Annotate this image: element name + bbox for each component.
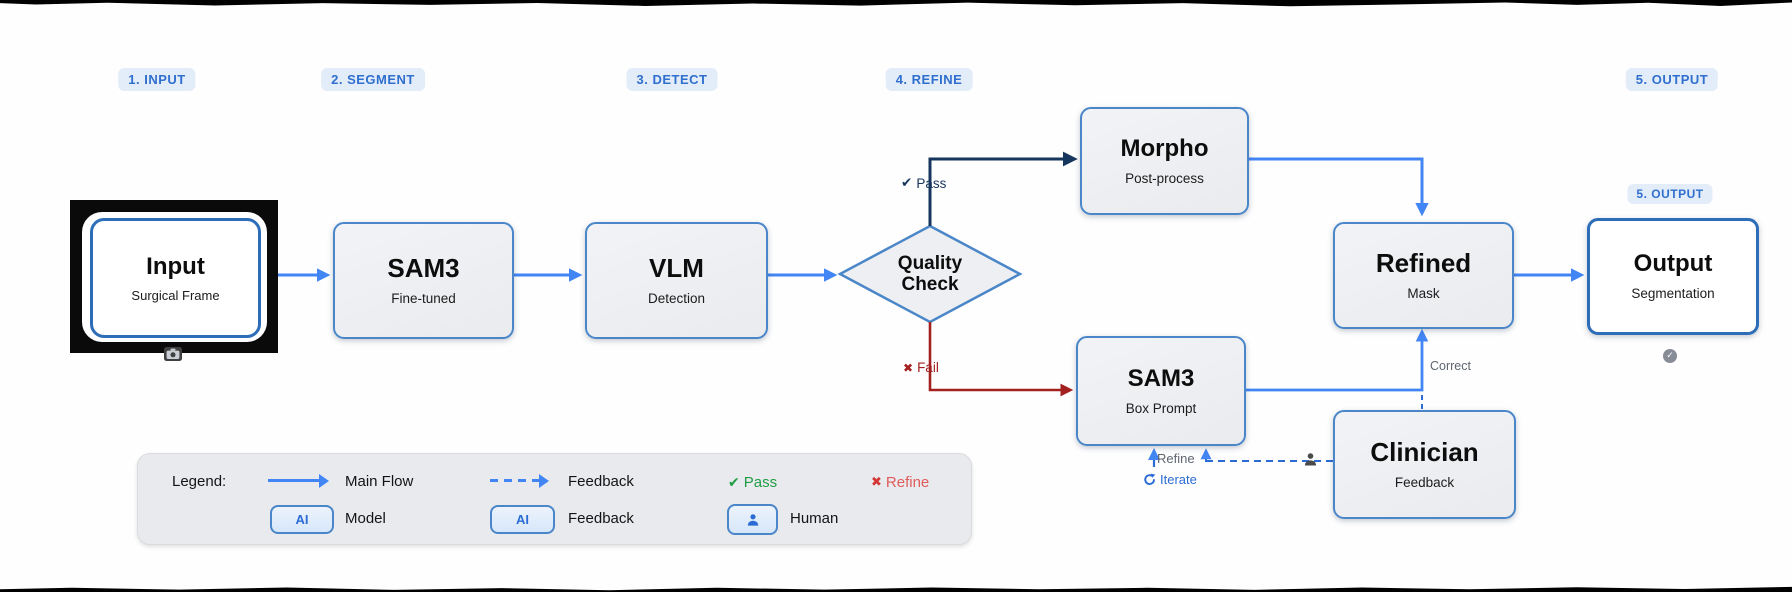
legend-ai-feedback-chip: AI	[490, 505, 555, 534]
node-output-title: Output	[1633, 250, 1713, 278]
node-morpho-title: Morpho	[1120, 134, 1209, 162]
pass-check-icon: ✔	[901, 175, 913, 191]
correct-edge-label: Correct	[1430, 359, 1471, 373]
node-morpho: Morpho Post-process	[1080, 107, 1249, 215]
edge-fail-quality-sam3box	[928, 322, 1074, 397]
pass-edge-label: ✔ Pass	[901, 175, 947, 191]
node-sam3-boxprompt-subtitle: Box Prompt	[1125, 400, 1197, 416]
node-clinician-title: Clinician	[1370, 437, 1479, 468]
node-input-title: Input	[146, 252, 205, 280]
edge-morpho-refined	[1245, 157, 1429, 217]
edge-pass-quality-morpho	[928, 151, 1078, 226]
node-morpho-subtitle: Post-process	[1125, 170, 1204, 186]
fail-edge-label: ✖ Fail	[903, 360, 939, 375]
node-sam3-boxprompt: SAM3 Box Prompt	[1076, 336, 1246, 446]
node-clinician: Clinician Feedback	[1333, 410, 1516, 519]
quality-check-label: Quality Check	[897, 253, 963, 295]
node-refined-subtitle: Mask	[1407, 286, 1440, 302]
legend-main-flow-label: Main Flow	[345, 473, 414, 490]
refine-edge-label: Refine	[1157, 451, 1195, 466]
node-sam3-segment-subtitle: Fine-tuned	[391, 291, 456, 307]
node-sam3-segment-title: SAM3	[387, 253, 460, 284]
legend-refine-cross-icon: ✖	[871, 475, 882, 490]
legend-refine-item: ✖ Refine	[871, 474, 930, 491]
node-input-subtitle: Surgical Frame	[131, 287, 220, 303]
legend-title: Legend:	[172, 473, 227, 490]
node-vlm-title: VLM	[649, 253, 704, 284]
legend-feedback-chip-label: Feedback	[568, 510, 634, 527]
legend-human-label: Human	[790, 510, 839, 527]
torn-edge-top	[0, 0, 1792, 7]
node-sam3-boxprompt-title: SAM3	[1127, 364, 1195, 392]
step-pill-output-2: 5. OUTPUT	[1627, 184, 1713, 204]
step-pill-segment: 2. SEGMENT	[321, 68, 425, 91]
iterate-icon	[1144, 473, 1156, 485]
edge-sam3box-refined	[1242, 328, 1429, 392]
step-pill-detect: 3. DETECT	[626, 68, 718, 91]
main-flow-arrow-sample	[268, 473, 329, 488]
feedback-arrow-sample	[490, 473, 549, 488]
legend-pass-item: ✔ Pass	[728, 474, 778, 491]
output-verified-icon: ✓	[1663, 349, 1677, 363]
legend-model-label: Model	[345, 510, 386, 527]
legend-feedback-label: Feedback	[568, 473, 634, 490]
fail-cross-icon: ✖	[903, 360, 914, 375]
step-pill-refine: 4. REFINE	[885, 68, 973, 91]
iterate-edge-label: Iterate	[1143, 473, 1197, 486]
legend-panel	[137, 453, 972, 545]
torn-edge-bottom	[0, 586, 1792, 592]
legend-ai-model-chip: AI	[270, 505, 334, 534]
camera-icon	[164, 347, 182, 361]
human-feedback-icon	[1304, 453, 1317, 466]
node-input: Input Surgical Frame	[90, 218, 261, 338]
node-vlm-subtitle: Detection	[647, 291, 706, 307]
step-pill-output: 5. OUTPUT	[1625, 68, 1719, 91]
legend-human-icon	[747, 513, 758, 526]
step-pill-input: 1. INPUT	[118, 68, 196, 91]
node-output-subtitle: Segmentation	[1631, 286, 1715, 302]
node-sam3-segment: SAM3 Fine-tuned	[333, 222, 514, 339]
node-vlm: VLM Detection	[585, 222, 768, 339]
node-refined-title: Refined	[1375, 248, 1472, 279]
legend-human-chip	[727, 504, 778, 535]
node-output: Output Segmentation	[1587, 218, 1759, 335]
legend-pass-check-icon: ✔	[728, 474, 740, 491]
node-refined: Refined Mask	[1333, 222, 1514, 329]
node-clinician-subtitle: Feedback	[1394, 475, 1455, 491]
